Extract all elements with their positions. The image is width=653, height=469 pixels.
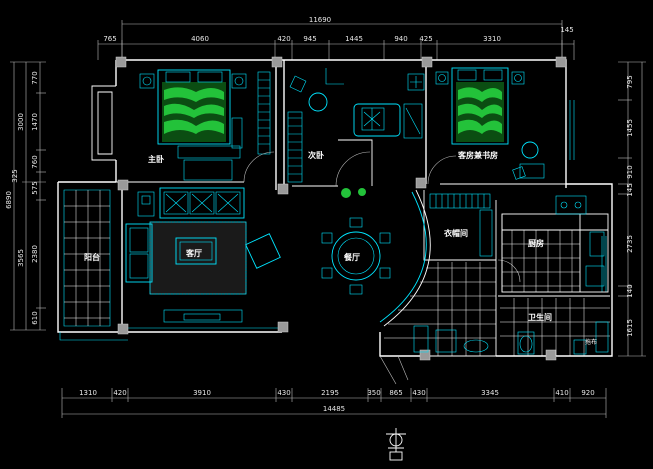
room-label-living-room: 客厅: [185, 248, 202, 258]
room-label-cloakroom: 衣帽间: [444, 228, 468, 238]
kitchen-furniture: [501, 195, 609, 293]
master-bed: [139, 69, 275, 183]
room-label-dining-room: 餐厅: [343, 252, 360, 262]
right-dimensions: 795 1455 910 145 2735 140 1615: [618, 61, 646, 357]
bottom-dim-5: 2195: [321, 389, 339, 397]
room-label-kitchen: 厨房: [528, 238, 544, 248]
balcony-tiles: [64, 190, 110, 326]
bottom-dim-8: 430: [412, 389, 425, 397]
living-room-furniture: [125, 187, 281, 323]
right-dim-6: 140: [626, 284, 634, 297]
top-dim-1: 765: [103, 35, 116, 43]
bottom-dim-4: 430: [277, 389, 290, 397]
left-dimensions: 6890 3000 3565 770 1470 760 325 575 2380…: [5, 61, 46, 331]
bottom-dim-6: 350: [367, 389, 380, 397]
left-inner-dim-1: 770: [31, 71, 39, 84]
room-label-master-bedroom: 主卧: [148, 154, 164, 164]
cloakroom-furniture: [429, 193, 521, 283]
left-inner-dim-4: 325: [11, 169, 19, 182]
left-inner-dim-7: 610: [31, 311, 39, 324]
left-outer-dim-1: 3000: [17, 113, 25, 131]
bottom-dim-1: 1310: [79, 389, 97, 397]
right-dim-3: 910: [626, 165, 634, 178]
room-label-guest-study: 客房兼书房: [457, 150, 498, 160]
bottom-dim-10: 410: [555, 389, 568, 397]
right-dim-7: 1615: [626, 319, 634, 337]
right-dim-1: 795: [626, 75, 634, 88]
corridor-tiles: [384, 262, 496, 356]
left-inner-dim-5: 575: [31, 181, 39, 194]
room-label-second-bedroom: 次卧: [308, 150, 324, 160]
top-dim-7: 425: [419, 35, 432, 43]
walls: [57, 59, 613, 357]
left-inner-dim-2: 1470: [31, 113, 39, 131]
structural-columns: [115, 56, 567, 361]
bottom-dimensions: 1310 420 3910 430 2195 350 865 430 3345 …: [61, 388, 607, 418]
bottom-dim-2: 420: [113, 389, 126, 397]
bottom-dim-7: 865: [389, 389, 402, 397]
room-label-bathroom: 卫生间: [528, 312, 552, 322]
overall-height-left: 6890: [5, 191, 13, 209]
bathroom-fixtures: [500, 298, 610, 356]
left-inner-dim-3: 760: [31, 155, 39, 168]
overall-width-top: 11690: [309, 16, 331, 24]
room-label-balcony: 阳台: [84, 252, 100, 262]
overall-width-bottom: 14485: [323, 405, 345, 413]
bottom-dim-9: 3345: [481, 389, 499, 397]
top-dim-8: 3310: [483, 35, 501, 43]
corridor-fixtures: [379, 325, 489, 385]
bottom-dim-3: 3910: [193, 389, 211, 397]
right-dim-2: 1455: [626, 119, 634, 137]
dining-furniture: [321, 188, 391, 295]
entry-symbol: [386, 428, 406, 461]
left-inner-dim-6: 2380: [31, 245, 39, 263]
top-dim-3: 420: [277, 35, 290, 43]
right-dim-5: 2735: [626, 235, 634, 253]
top-dimensions: 11690 765 4060 420 945 1445 940 425 3310…: [97, 16, 575, 60]
right-dim-4: 145: [626, 183, 634, 196]
top-dim-9: 145: [560, 26, 573, 34]
guest-bed: [427, 67, 545, 185]
second-bedroom-furniture: [287, 68, 425, 187]
bottom-dim-11: 920: [581, 389, 594, 397]
left-outer-dim-2: 3565: [17, 249, 25, 267]
top-dim-6: 940: [394, 35, 407, 43]
top-dim-2: 4060: [191, 35, 209, 43]
top-dim-4: 945: [303, 35, 316, 43]
bathroom-note: 拖布: [585, 338, 597, 346]
top-dim-5: 1445: [345, 35, 363, 43]
